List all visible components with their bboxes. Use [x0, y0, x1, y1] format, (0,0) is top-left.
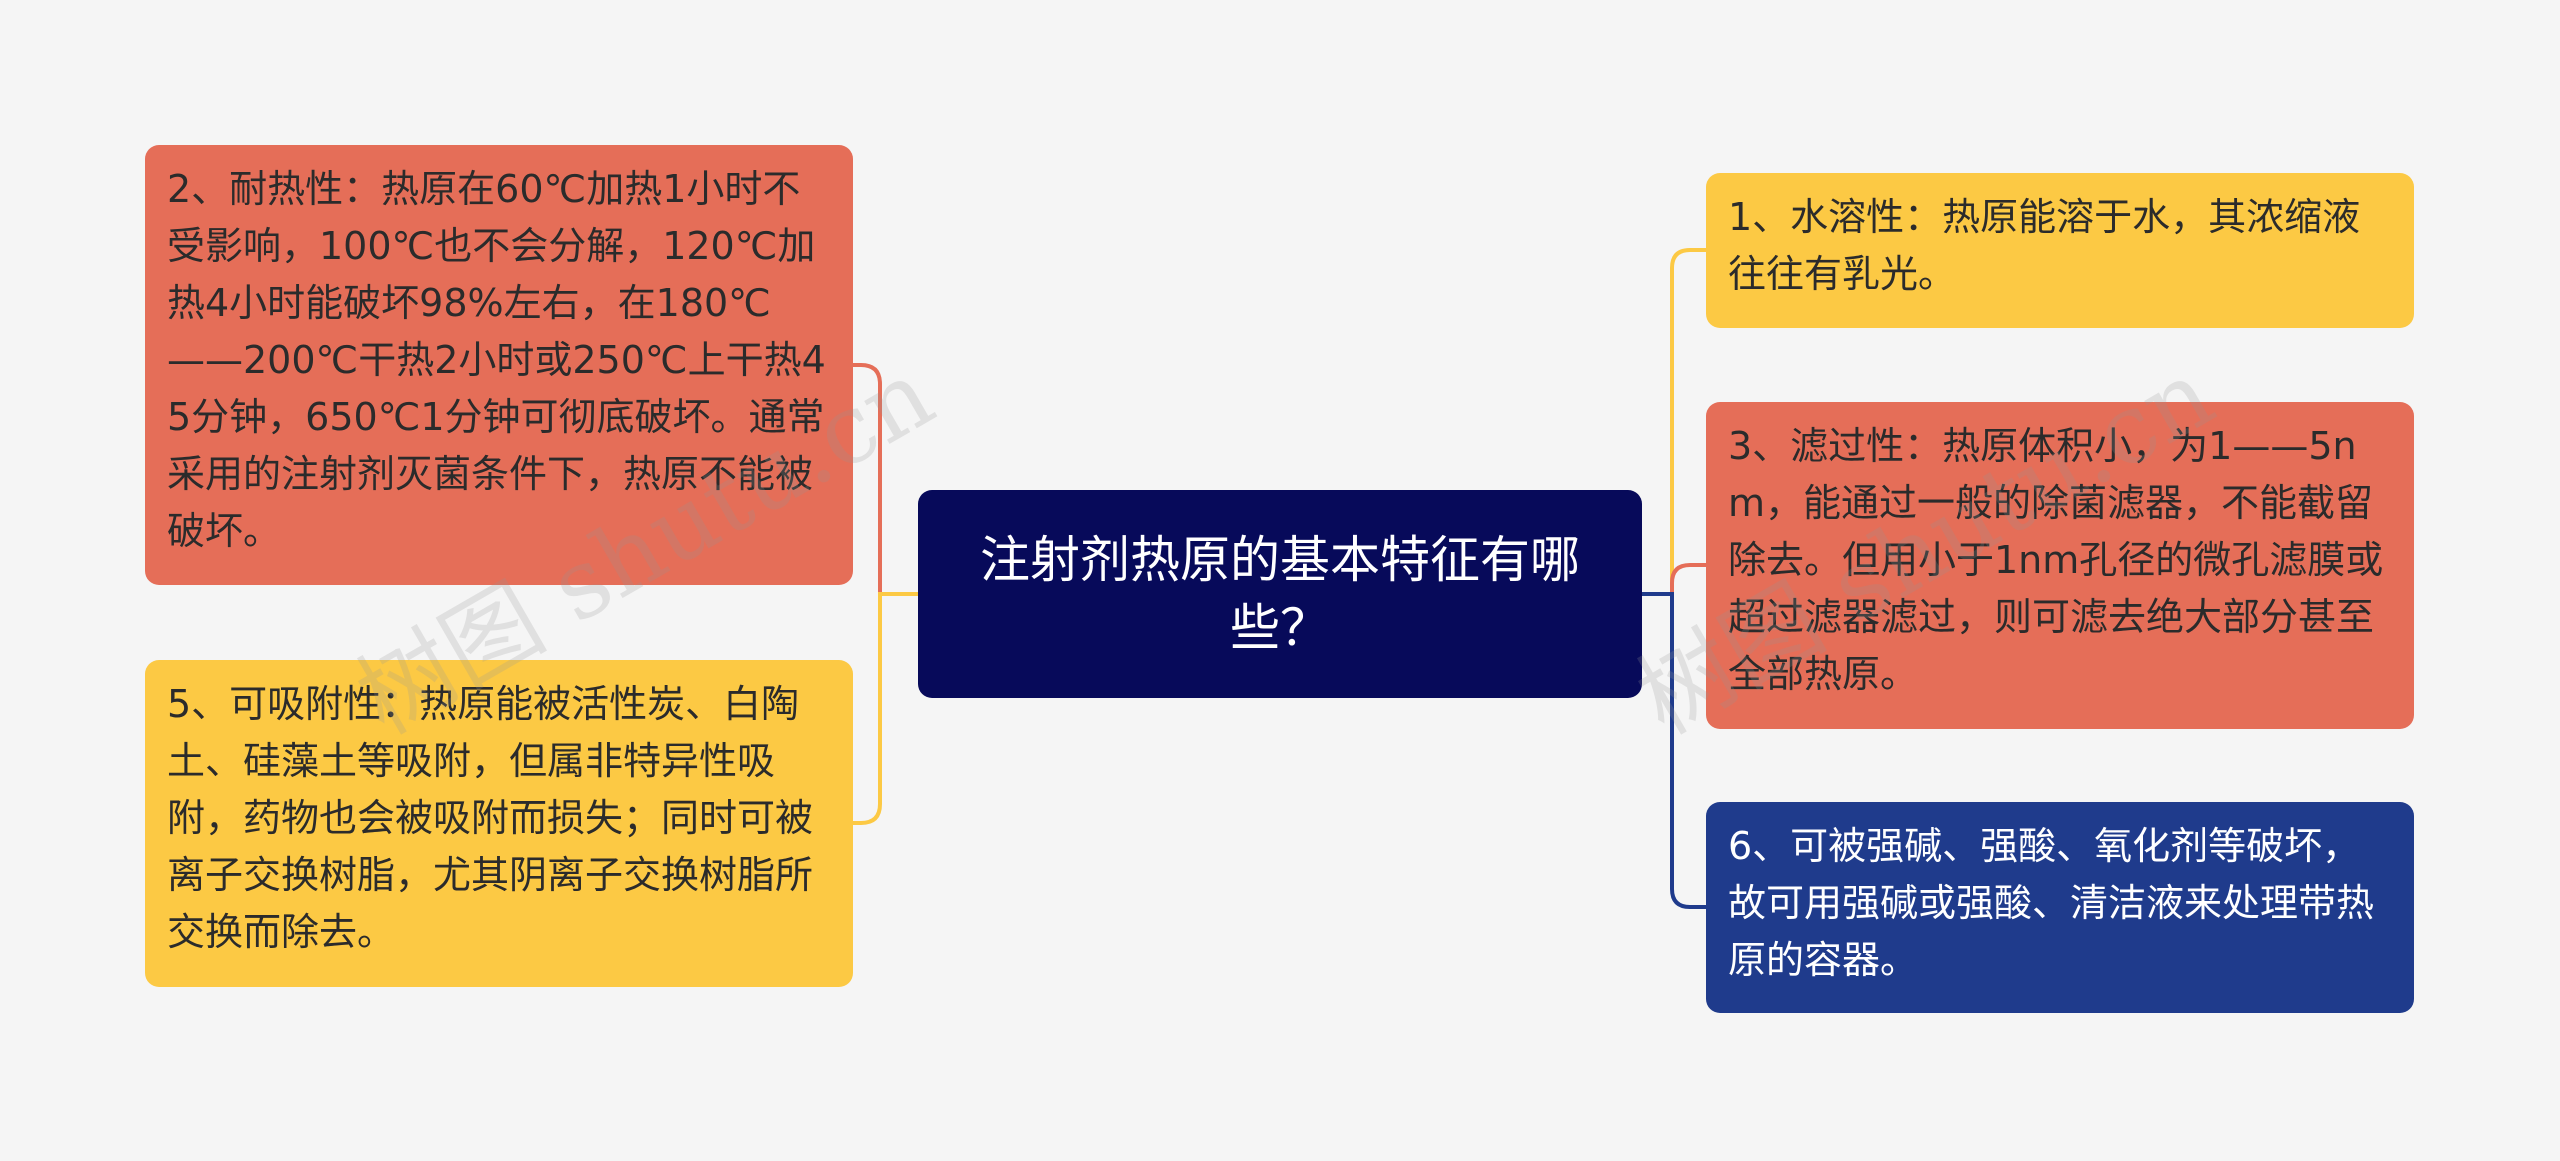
node-adsorbability[interactable]: 5、可吸附性：热原能被活性炭、白陶土、硅藻土等吸附，但属非特异性吸附，药物也会被… — [145, 660, 853, 987]
central-topic-label: 注射剂热原的基本特征有哪些？ — [980, 531, 1580, 657]
node-water-solubility[interactable]: 1、水溶性：热原能溶于水，其浓缩液往往有乳光。 — [1706, 173, 2414, 328]
central-topic[interactable]: 注射剂热原的基本特征有哪些？ — [918, 490, 1642, 698]
node-filterability[interactable]: 3、滤过性：热原体积小，为1——5nm，能通过一般的除菌滤器，不能截留除去。但用… — [1706, 402, 2414, 729]
node-destructibility[interactable]: 6、可被强碱、强酸、氧化剂等破坏，故可用强碱或强酸、清洁液来处理带热原的容器。 — [1706, 802, 2414, 1013]
connector-destructibility — [1642, 592, 1706, 909]
connector-heat-resistance — [853, 363, 918, 596]
connector-filterability — [1642, 563, 1706, 596]
node-heat-resistance[interactable]: 2、耐热性：热原在60℃加热1小时不受影响，100℃也不会分解，120℃加热4小… — [145, 145, 853, 585]
connector-water-solubility — [1642, 248, 1706, 596]
connector-adsorbability — [853, 592, 918, 825]
